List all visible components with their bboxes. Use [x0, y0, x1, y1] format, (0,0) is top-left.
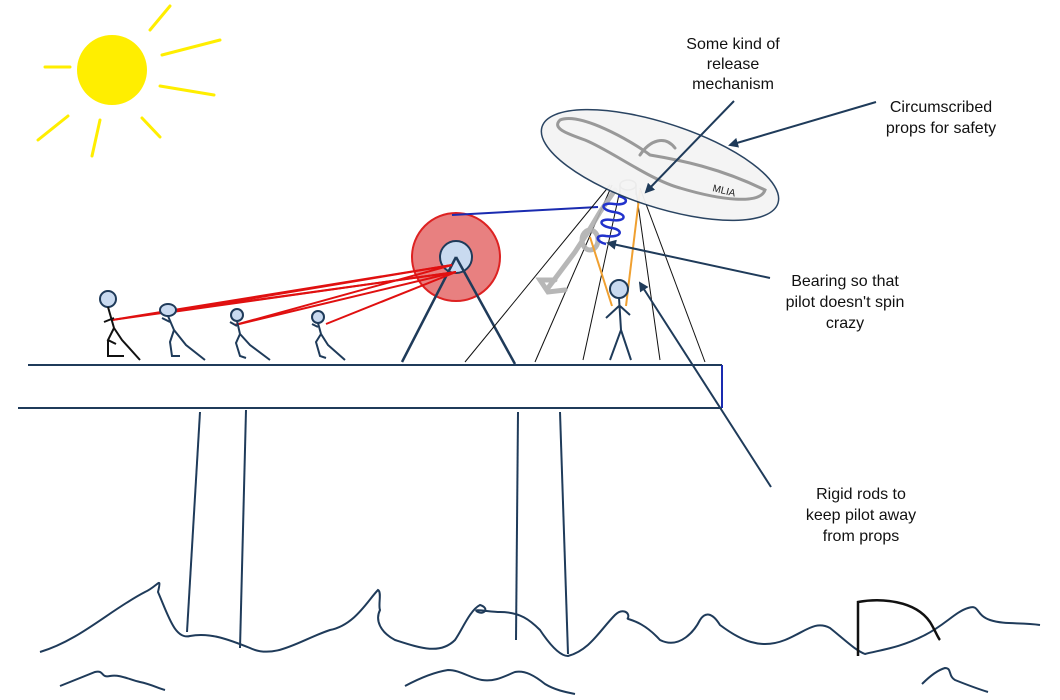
- spring-mechanism: [596, 194, 627, 246]
- rotor-blade-icon: MLIA: [540, 108, 780, 222]
- bearing-line-1: Bearing so that: [791, 273, 899, 290]
- bearing-arrow: [606, 239, 771, 279]
- annotation-arrows: [606, 100, 877, 488]
- circumscribed-line-1: Circumscribed: [890, 99, 992, 116]
- release-line-2: release: [707, 56, 760, 73]
- release-annotation: Some kind of release mechanism: [686, 36, 780, 93]
- release-line-1: Some kind of: [686, 36, 780, 53]
- rotor-support-rods: [464, 184, 706, 363]
- rigid-annotation: Rigid rods to keep pilot away from props: [806, 486, 916, 545]
- stick-figure-icon: [229, 308, 271, 361]
- release-arrow: [644, 100, 735, 194]
- rigid-arrow: [638, 281, 772, 488]
- stick-figure-icon: [99, 290, 141, 361]
- winch-wheel: [400, 212, 517, 365]
- release-line-3: mechanism: [692, 76, 774, 93]
- pier-leg-right: [515, 411, 569, 655]
- circumscribed-arrow: [728, 101, 877, 148]
- rigid-line-3: from props: [823, 528, 899, 545]
- circumscribed-line-2: props for safety: [886, 120, 996, 137]
- bearing-annotation: Bearing so that pilot doesn't spin crazy: [786, 273, 905, 332]
- stick-figure-icon: [159, 303, 206, 361]
- bearing-line-2: pilot doesn't spin: [786, 294, 905, 311]
- winch-cable: [451, 206, 599, 216]
- shark-fin-icon: [856, 599, 941, 656]
- faded-pilot-sketch: [535, 187, 618, 295]
- pier-leg-left: [186, 409, 247, 649]
- circumscribed-annotation: Circumscribed props for safety: [886, 99, 996, 137]
- water-waves: [39, 581, 1041, 695]
- bearing-line-3: crazy: [826, 315, 864, 332]
- sun-icon: [36, 4, 222, 158]
- rigid-line-1: Rigid rods to: [816, 486, 906, 503]
- pilot-figure-icon: [605, 279, 632, 361]
- pier: [18, 364, 723, 655]
- stick-figure-icon: [311, 310, 346, 361]
- rigid-line-2: keep pilot away: [806, 507, 916, 524]
